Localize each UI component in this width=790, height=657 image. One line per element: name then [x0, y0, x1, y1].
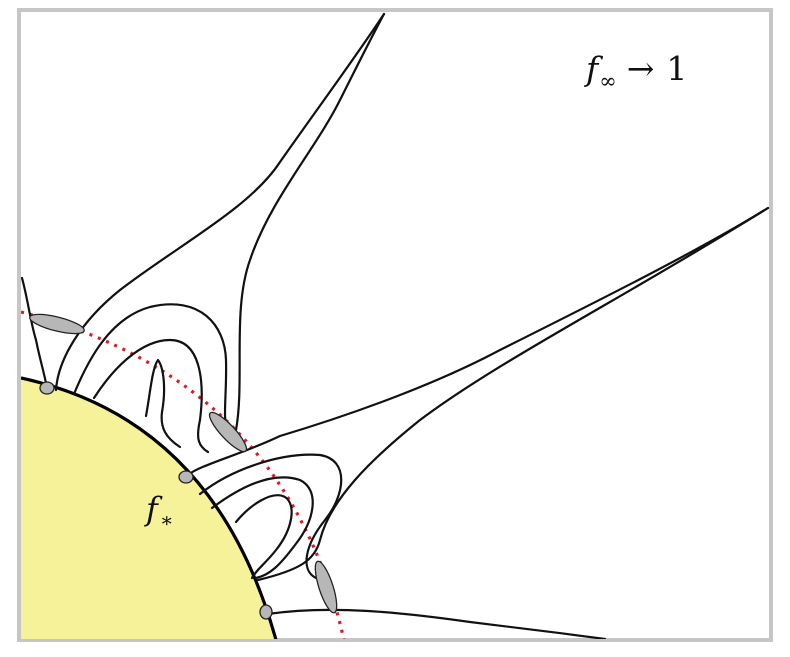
field-line	[72, 303, 230, 434]
gray-dot	[39, 381, 55, 395]
gray-blob	[208, 411, 248, 453]
f-star-boundary	[21, 376, 278, 639]
field-line	[234, 494, 293, 580]
f-star-region	[21, 378, 276, 639]
field-line	[256, 206, 770, 582]
field-line	[234, 12, 386, 432]
f-infinity-subscript: ∞	[599, 69, 617, 93]
field-line	[198, 453, 343, 580]
field-line	[92, 338, 210, 454]
gray-blob	[314, 560, 338, 614]
f-infinity-label: f∞→1	[583, 49, 687, 93]
gray-dot	[259, 604, 273, 620]
gray-dot	[178, 470, 194, 484]
field-line	[210, 476, 314, 580]
field-line	[21, 276, 49, 390]
f-infinity-value: 1	[666, 49, 687, 88]
f-star-subscript: ∗	[160, 508, 174, 532]
gray-blob	[29, 313, 85, 335]
field-line	[266, 608, 607, 639]
f-infinity-arrow: →	[627, 49, 655, 88]
field-line	[144, 358, 182, 449]
